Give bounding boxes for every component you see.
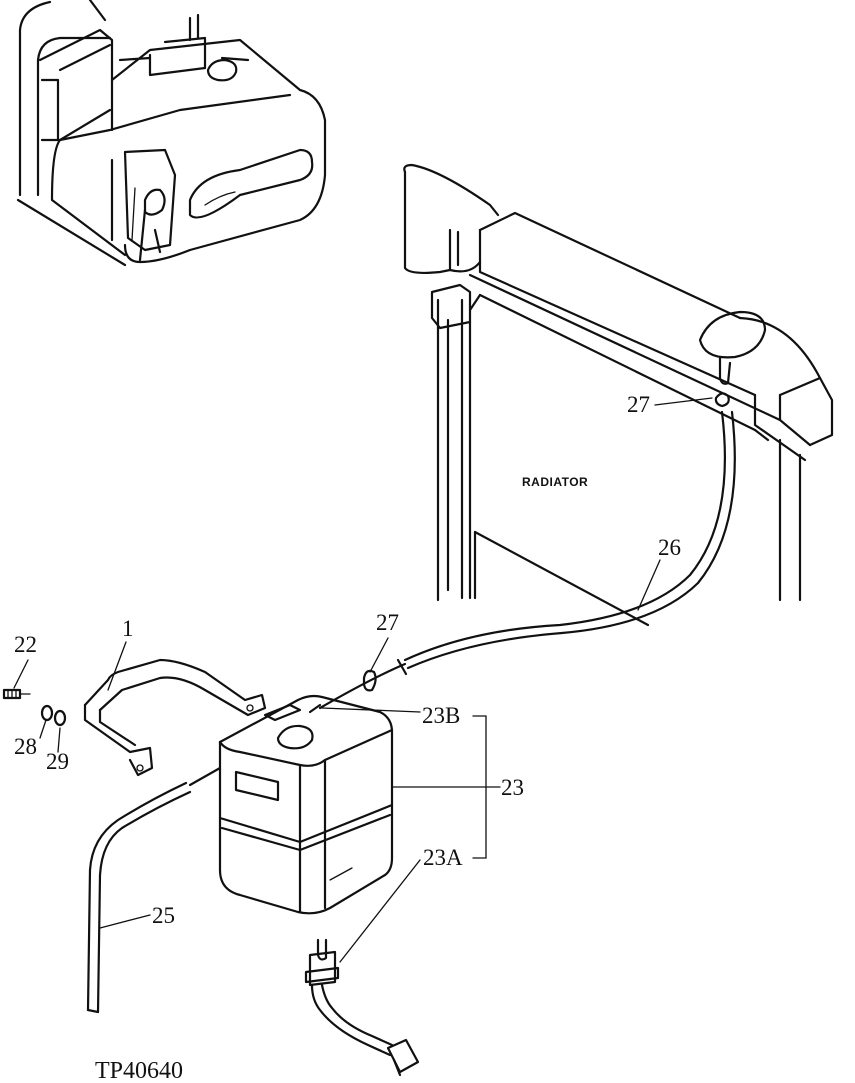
callout-27-middle: 27: [376, 610, 399, 635]
bracket-1: [83, 658, 267, 777]
callout-22: 22: [14, 632, 37, 657]
leader-lines: [13, 397, 713, 963]
callout-27-top: 27: [627, 392, 650, 417]
machine-body-illustration: [16, 0, 327, 267]
radiator-illustration: [403, 163, 834, 627]
tank-23: [188, 694, 394, 915]
clamp-27-middle: [318, 658, 408, 710]
callout-29: 29: [46, 749, 69, 774]
callout-23: 23: [501, 775, 524, 800]
figure-code: TP40640: [95, 1058, 183, 1083]
washer-28: [40, 704, 54, 722]
callout-28: 28: [14, 734, 37, 759]
callout-26: 26: [658, 535, 681, 560]
callout-25: 25: [152, 903, 175, 928]
washer-29: [53, 709, 67, 727]
callout-23a: 23A: [423, 845, 463, 870]
callout-23b: 23B: [422, 703, 460, 728]
pump-23a: [304, 938, 420, 1077]
bolt-22: [2, 688, 31, 700]
callout-1: 1: [122, 616, 134, 641]
radiator-label: RADIATOR: [522, 475, 588, 489]
hose-25: [86, 781, 192, 1014]
hose-26: [403, 410, 736, 670]
